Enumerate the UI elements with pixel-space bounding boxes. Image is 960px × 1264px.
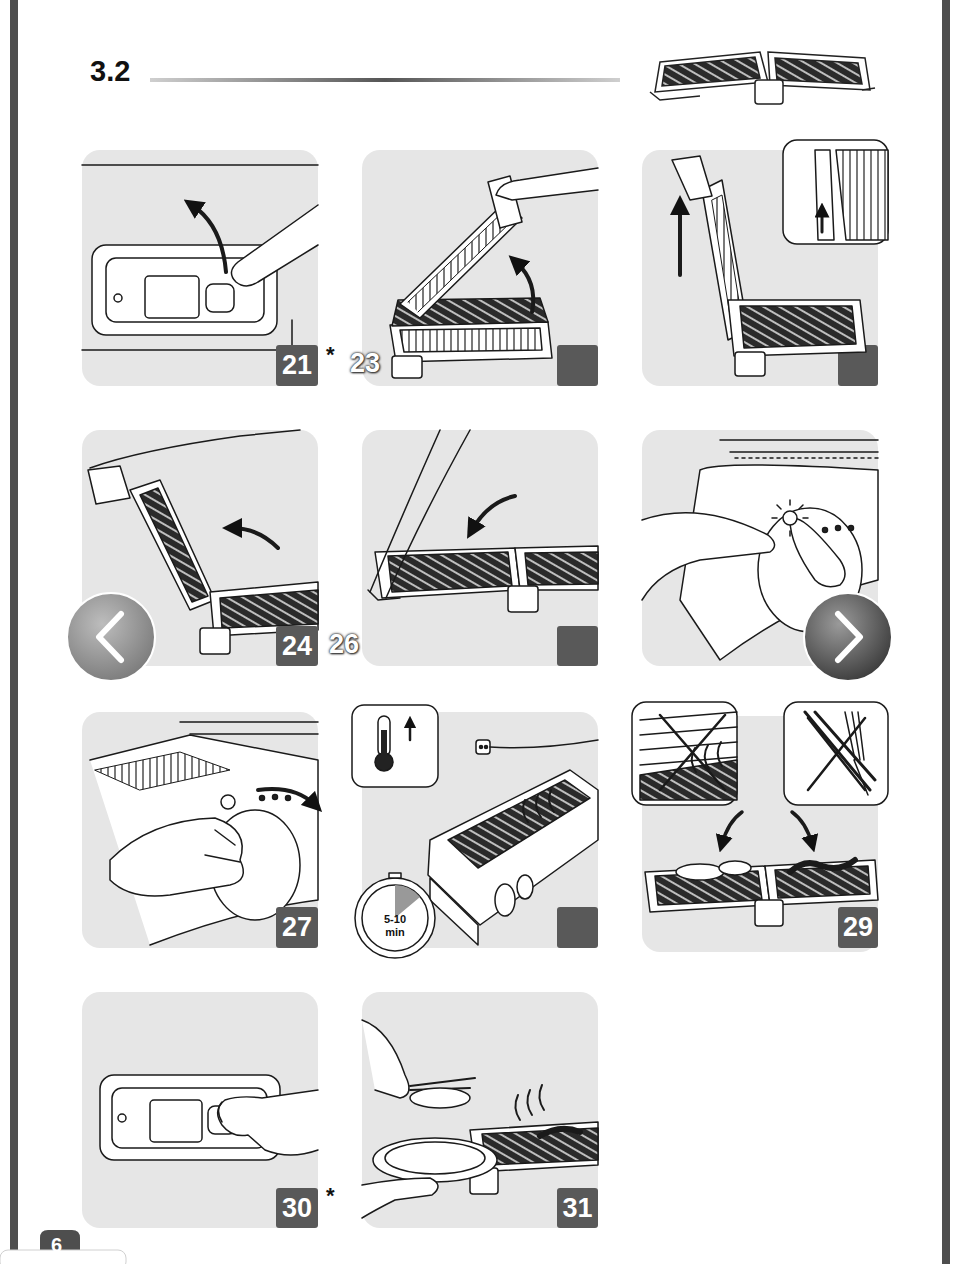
step-number: 29 bbox=[838, 907, 878, 948]
timer-value: 5-10 bbox=[370, 913, 420, 925]
section-number: 3.2 bbox=[90, 55, 130, 88]
step-number: 27 bbox=[276, 907, 318, 948]
step-number: 23 bbox=[350, 348, 380, 379]
step-number: 24 bbox=[276, 626, 318, 666]
timer-unit: min bbox=[370, 926, 420, 938]
step-number: 21 bbox=[276, 345, 318, 386]
footnote-mark: * bbox=[326, 1183, 335, 1209]
page-number: 6 bbox=[51, 1234, 71, 1257]
step-number: 31 bbox=[557, 1188, 598, 1228]
step-number: 26 bbox=[329, 629, 359, 660]
footnote-mark: * bbox=[326, 342, 335, 368]
step-number: 30 bbox=[276, 1188, 318, 1228]
